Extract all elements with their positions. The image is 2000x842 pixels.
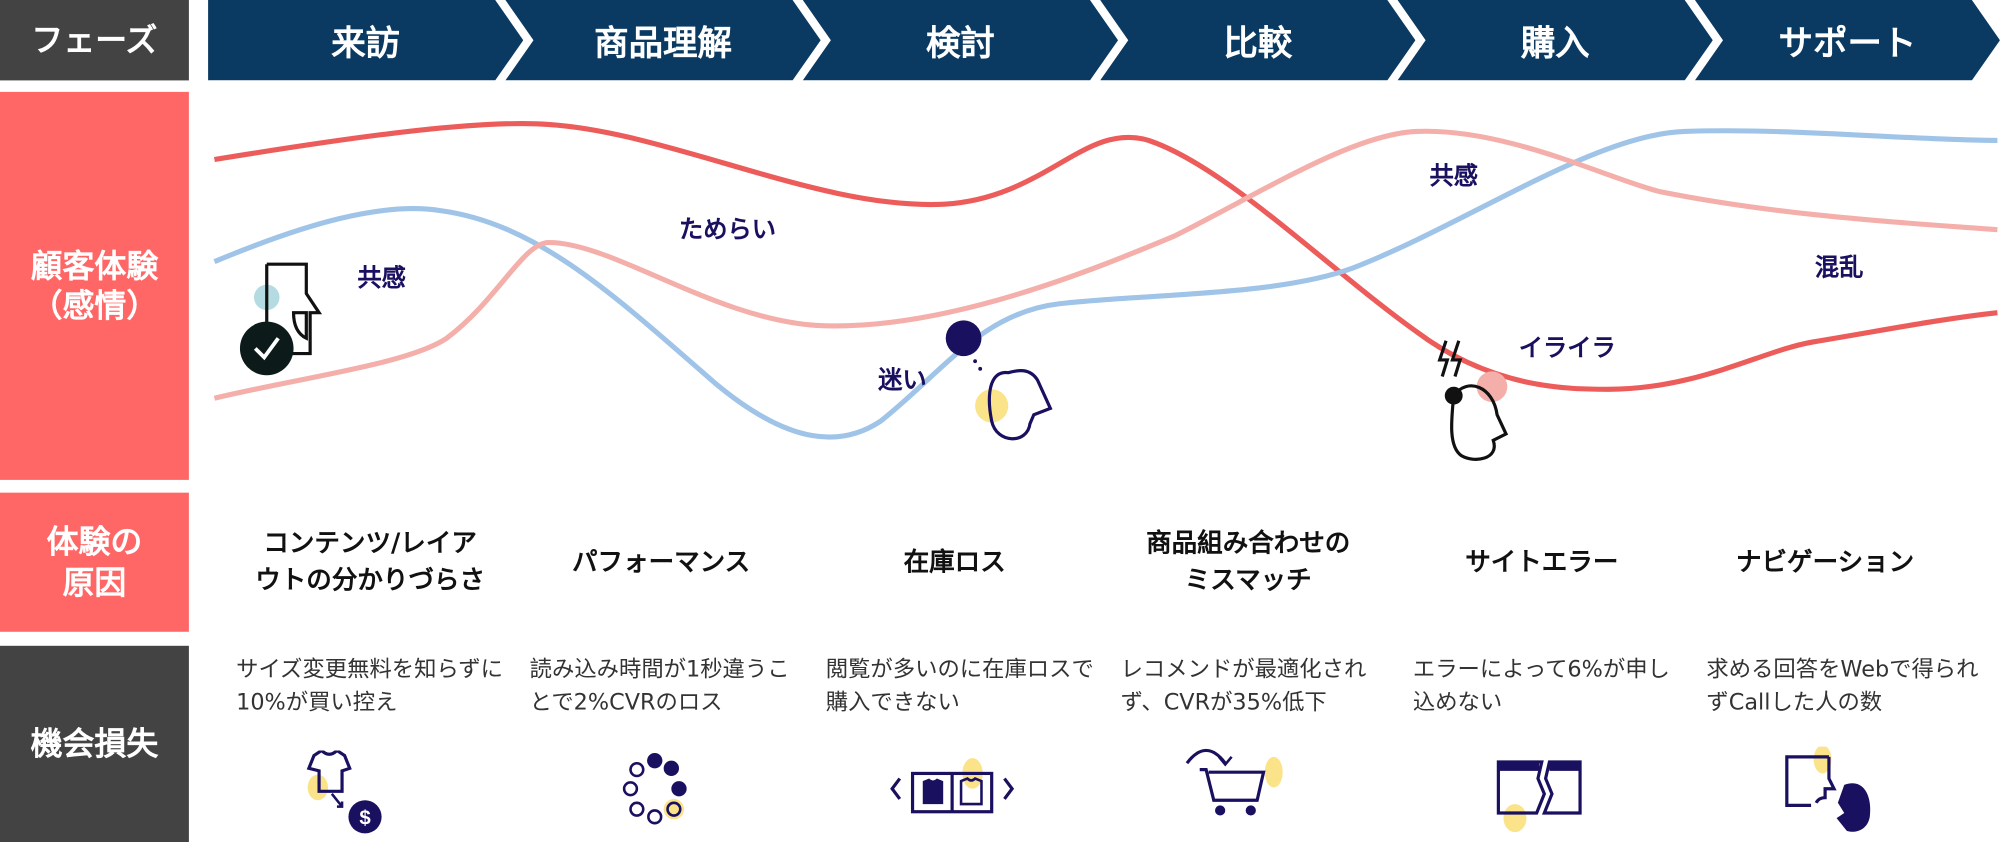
emotion-label-line1: 顧客体験 [30,247,159,285]
emotion-row-label: 顧客体験 （感情） [0,91,189,480]
phase-text: 比較 [1223,24,1293,64]
phase-text: サポート [1778,24,1917,64]
cause-navigation: ナビゲーション [1678,511,1972,613]
cause-label-line2: 原因 [62,563,127,601]
phase-label-text: フェーズ [31,21,158,59]
cause-product-mismatch: 商品組み合わせのミスマッチ [1101,511,1395,613]
emotion-label-confusion: 迷い [878,366,927,395]
svg-text:$: $ [359,807,371,829]
loss-text: レコメンドが最適化されず、CVRが35%低下 [1120,657,1367,717]
phase-support: サポート [1694,0,2000,81]
loss-text: サイズ変更無料を知らずに10%が買い控え [236,657,504,717]
recommend-cart-icon [1185,748,1283,816]
shirt-to-dollar-icon: $ [306,750,382,834]
emotion-label-empathy: 共感 [357,264,406,293]
cause-row-label: 体験の 原因 [0,492,189,632]
broken-page-error-icon [1496,760,1582,833]
emotion-label-chaos: 混乱 [1814,253,1864,283]
emotion-curves [213,121,1998,440]
phase-product-understanding: 商品理解 [505,0,821,81]
phase-consideration: 検討 [802,0,1119,81]
cause-label-line1: 体験の [46,523,143,561]
loss-label-text: 機会損失 [30,725,159,763]
phase-text: 来訪 [331,24,401,64]
phase-text: 商品理解 [594,24,732,64]
cause-content-layout: コンテンツ/レイアウトの分かりづらさ [223,511,517,613]
cause-text: ミスマッチ [1184,564,1312,595]
loss-text: 読み込み時間が1秒違うことで2%CVRのロス [529,657,790,717]
cause-text: サイトエラー [1465,545,1619,577]
loss-text: エラーによって6%が申し込めない [1412,657,1670,717]
cause-text: 在庫ロス [903,545,1006,577]
cause-text: パフォーマンス [572,545,751,577]
cause-text: ウトの分かりづらさ [255,564,485,595]
cause-site-error: サイトエラー [1395,511,1689,613]
cause-text: 商品組み合わせの [1146,527,1351,558]
phase-purchase: 購入 [1397,0,1713,81]
loss-text: 求める回答をWebで得られずCallした人の数 [1706,657,1979,717]
phase-comparison: 比較 [1100,0,1416,81]
emotion-label-line2: （感情） [30,287,159,325]
emotion-label-hesitation: ためらい [678,215,777,244]
curve-blue [213,128,1998,440]
emotion-label-empathy-2: 共感 [1429,162,1478,191]
phase-row-label: フェーズ [0,0,189,81]
emotion-label-irritation: イライラ [1518,334,1616,363]
loss-text: 閲覧が多いのに在庫ロスで購入できない [825,657,1094,717]
phase-text: 検討 [925,24,995,64]
cause-stock-loss: 在庫ロス [808,511,1102,613]
irritated-head-icon [1437,340,1509,461]
confused-head-icon [945,320,1053,441]
cause-text: コンテンツ/レイア [263,527,477,558]
curve-pink [213,128,1998,401]
support-call-icon [1785,746,1871,832]
empathy-face-check-icon [239,262,323,376]
cause-text: ナビゲーション [1736,545,1915,577]
cause-performance: パフォーマンス [514,511,808,613]
loading-spinner-icon [622,753,687,825]
phase-visit: 来訪 [208,0,524,81]
loss-row-label: 機会損失 [0,645,189,842]
phase-text: 購入 [1520,24,1590,64]
product-carousel-icon [890,758,1015,814]
curve-red [214,121,1998,392]
